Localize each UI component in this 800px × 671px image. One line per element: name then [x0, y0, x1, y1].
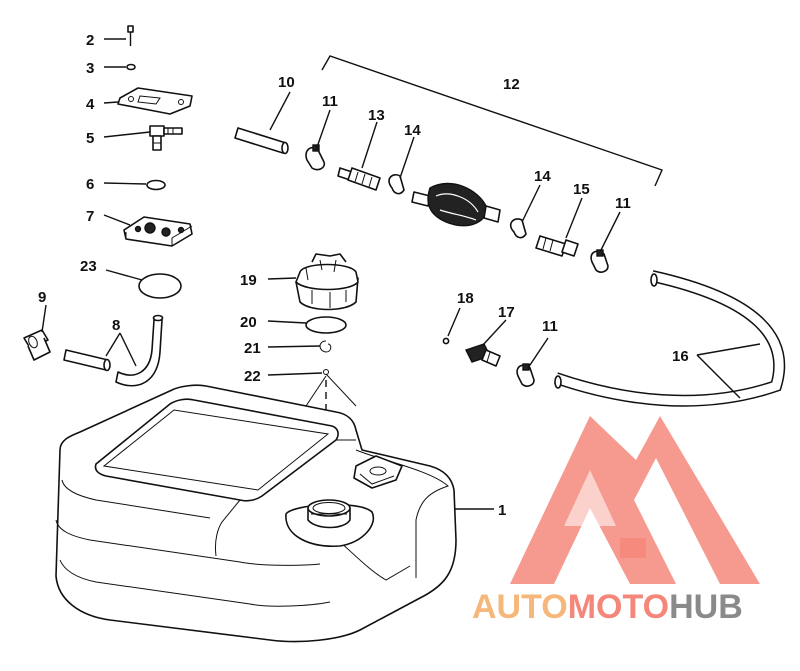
watermark-hub: HUB — [669, 588, 743, 626]
part-11-clamp-b — [590, 249, 609, 273]
callout-3: 3 — [86, 60, 94, 77]
leader-17 — [481, 319, 507, 347]
part-2-screw — [127, 25, 134, 46]
leader-23 — [105, 269, 143, 281]
part-17-fitting — [465, 343, 501, 367]
leader-9 — [41, 304, 47, 333]
leader-13 — [361, 121, 378, 169]
callout-11-c: 11 — [542, 318, 558, 335]
automotohub-watermark: AUTOMOTOHUB — [472, 416, 760, 626]
leader-11a — [315, 109, 331, 151]
part-5-elbow-fitting — [149, 125, 183, 151]
callout-10: 10 — [278, 74, 295, 91]
part-18-check-ball — [442, 337, 450, 345]
part-21-retaining-ring — [319, 340, 332, 353]
leader-11b — [599, 211, 621, 253]
callout-7: 7 — [86, 208, 94, 225]
callout-22: 22 — [244, 368, 261, 385]
leader-8b — [119, 332, 137, 367]
callout-2: 2 — [86, 32, 94, 49]
part-22-tether — [305, 369, 357, 407]
leader-5 — [103, 131, 151, 138]
bracket-12 — [321, 55, 663, 187]
leader-21 — [267, 345, 321, 348]
leader-14b — [521, 184, 541, 223]
part-13-connector — [337, 167, 381, 191]
leader-16a — [696, 343, 761, 356]
leader-6 — [103, 182, 147, 185]
callout-4: 4 — [86, 96, 95, 113]
part-19-filler-cap — [295, 253, 359, 311]
leader-11c — [527, 337, 549, 369]
callout-5: 5 — [86, 130, 94, 147]
callout-19: 19 — [240, 272, 257, 289]
part-9-hose-fitting — [23, 329, 51, 361]
part-10-hose-segment — [234, 127, 289, 155]
callout-16: 16 — [672, 348, 689, 365]
callout-13: 13 — [368, 107, 385, 124]
callout-9: 9 — [38, 289, 46, 306]
part-20-gasket — [305, 316, 347, 334]
callout-14-b: 14 — [534, 168, 551, 185]
part-4-bracket — [117, 87, 193, 115]
leader-14a — [399, 136, 415, 179]
part-6-o-ring — [146, 179, 166, 191]
leader-22 — [267, 372, 323, 376]
callout-18: 18 — [457, 290, 474, 307]
part-23-o-ring — [138, 273, 182, 299]
part-1-fuel-tank — [55, 384, 457, 643]
leader-20 — [267, 320, 307, 324]
watermark-moto: MOTO — [568, 588, 669, 626]
callout-1: 1 — [498, 502, 506, 519]
part-3-washer — [126, 63, 136, 71]
callout-14-a: 14 — [404, 122, 421, 139]
callout-21: 21 — [244, 340, 261, 357]
part-8-hose — [63, 314, 164, 387]
callout-23: 23 — [80, 258, 97, 275]
callout-17: 17 — [498, 304, 515, 321]
leader-18 — [447, 307, 461, 337]
callout-15: 15 — [573, 181, 590, 198]
callout-11-b: 11 — [615, 195, 631, 212]
callout-11-a: 11 — [322, 93, 338, 110]
leader-15 — [565, 197, 583, 239]
part-11-clamp-a — [305, 144, 326, 171]
leader-16b — [696, 354, 741, 399]
part-7-connector-body — [123, 216, 193, 247]
part-14-clip-b — [509, 218, 527, 239]
watermark-auto: AUTO — [472, 588, 568, 626]
part-11-clamp-c — [516, 363, 535, 387]
callout-12: 12 — [503, 76, 520, 93]
leader-4 — [103, 101, 119, 104]
part-14-clip-a — [388, 173, 405, 195]
callout-6: 6 — [86, 176, 94, 193]
watermark-text: AUTOMOTOHUB — [472, 588, 743, 626]
part-16-fuel-hose — [554, 270, 786, 407]
part-15-connector — [535, 235, 579, 257]
leader-19 — [267, 277, 297, 280]
leader-7 — [103, 214, 131, 226]
leader-8a — [105, 332, 121, 357]
callout-8: 8 — [112, 317, 120, 334]
leader-10 — [269, 91, 291, 131]
watermark-logo-mark — [510, 416, 760, 584]
callout-20: 20 — [240, 314, 257, 331]
primer-bulb — [411, 182, 501, 227]
